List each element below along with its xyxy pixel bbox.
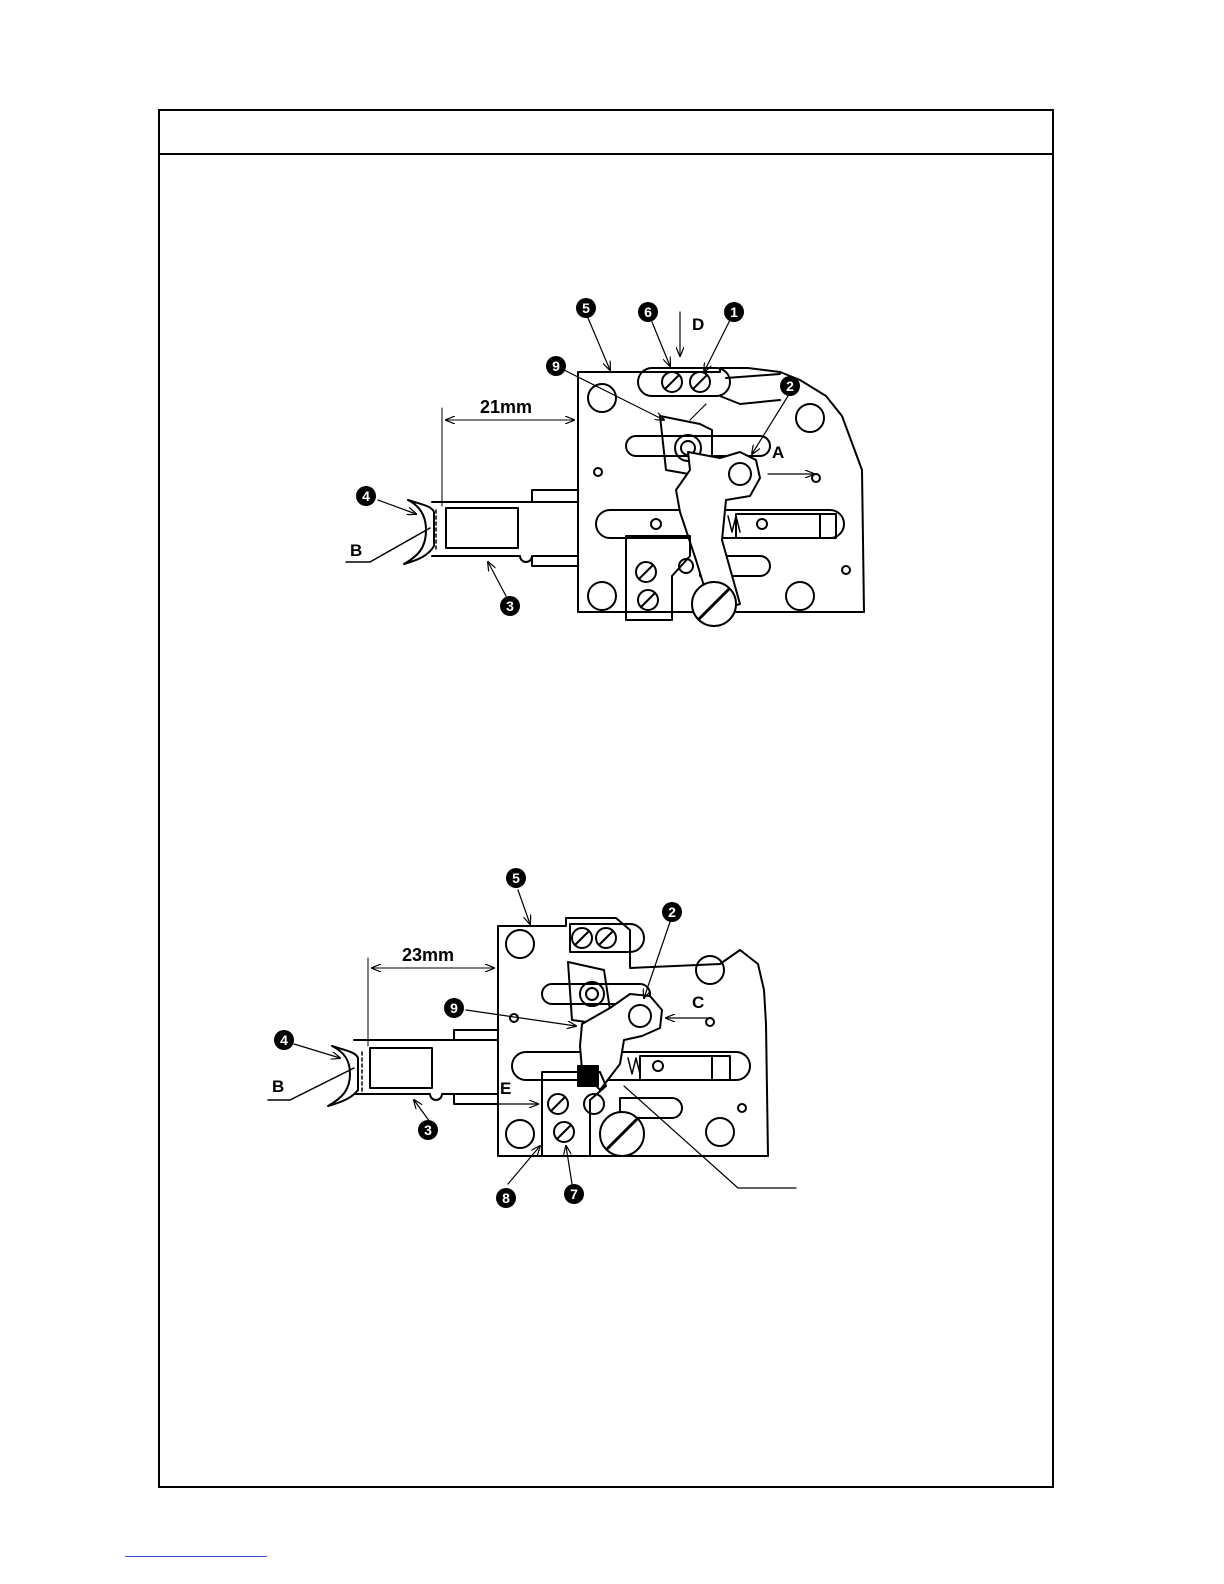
svg-text:2: 2 <box>786 378 794 394</box>
svg-text:4: 4 <box>280 1032 288 1048</box>
svg-text:5: 5 <box>582 300 590 316</box>
small-hole <box>842 566 850 574</box>
callout-7: 7 <box>564 1184 584 1204</box>
figure-1 <box>346 312 864 626</box>
callout-6: 6 <box>638 302 658 322</box>
callout-3: 3 <box>418 1120 438 1140</box>
svg-text:4: 4 <box>362 488 370 504</box>
shaft-window <box>370 1048 432 1088</box>
guide-bar <box>726 374 780 378</box>
spring <box>728 516 740 532</box>
callout-4: 4 <box>274 1030 294 1050</box>
svg-text:3: 3 <box>506 598 514 614</box>
svg-text:8: 8 <box>502 1190 510 1206</box>
shaft <box>432 490 578 566</box>
plate-hole <box>506 930 534 958</box>
footer-link-underline <box>125 1556 267 1557</box>
blade-tip <box>404 500 434 564</box>
plate-hole <box>588 582 616 610</box>
spring <box>628 1058 640 1074</box>
label-C: C <box>692 993 704 1012</box>
callout-1: 1 <box>724 302 744 322</box>
plate-hole <box>786 582 814 610</box>
small-hole <box>812 474 820 482</box>
svg-text:2: 2 <box>668 904 676 920</box>
small-hole <box>738 1104 746 1112</box>
label-D: D <box>692 315 704 334</box>
small-hole <box>510 1014 518 1022</box>
screw-icon <box>580 982 604 1006</box>
figure-2 <box>268 890 796 1188</box>
lower-bracket <box>626 536 690 620</box>
plate-hole <box>696 956 724 984</box>
svg-text:6: 6 <box>644 304 652 320</box>
svg-text:1: 1 <box>730 304 738 320</box>
svg-text:3: 3 <box>424 1122 432 1138</box>
shaft-window <box>446 508 518 548</box>
blade-tip <box>328 1046 358 1106</box>
small-hole <box>651 519 661 529</box>
callout-9: 9 <box>546 356 566 376</box>
callout-5: 5 <box>576 298 596 318</box>
dimension-23mm: 23mm <box>402 945 454 965</box>
svg-text:9: 9 <box>450 1000 458 1016</box>
small-hole <box>594 468 602 476</box>
plate-hole <box>506 1120 534 1148</box>
svg-text:7: 7 <box>570 1186 578 1202</box>
label-A: A <box>772 443 784 462</box>
callout-3: 3 <box>500 596 520 616</box>
svg-text:5: 5 <box>512 870 520 886</box>
plate-hole <box>706 1118 734 1146</box>
callout-4: 4 <box>356 486 376 506</box>
svg-text:9: 9 <box>552 358 560 374</box>
label-B: B <box>350 541 362 560</box>
contact-part <box>578 1066 598 1086</box>
label-B: B <box>272 1077 284 1096</box>
callout-5: 5 <box>506 868 526 888</box>
callout-9: 9 <box>444 998 464 1018</box>
small-hole <box>706 1018 714 1026</box>
plate-hole <box>588 384 616 412</box>
shaft <box>354 1030 498 1104</box>
plate-hole <box>796 404 824 432</box>
callout-8: 8 <box>496 1188 516 1208</box>
callout-2: 2 <box>662 902 682 922</box>
small-hole <box>757 519 767 529</box>
guide-bar <box>720 396 780 404</box>
callout-2: 2 <box>780 376 800 396</box>
reference-leader <box>624 1086 796 1188</box>
small-hole <box>653 1061 663 1071</box>
label-E: E <box>500 1079 511 1098</box>
dimension-21mm: 21mm <box>480 397 532 417</box>
